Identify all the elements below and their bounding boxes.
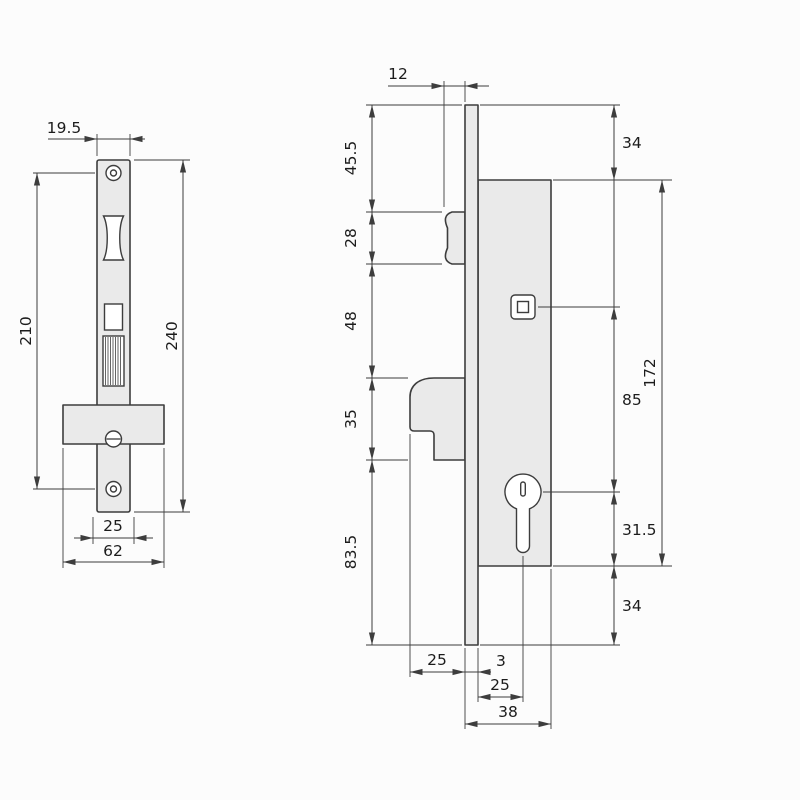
dim-top-to-latch: 45.5 [342,141,360,176]
dim-case-depth: 38 [498,703,518,721]
dim-cylinder-to-case-bottom: 31.5 [622,521,657,539]
front-view-dimension-lines [33,135,187,566]
dim-backset: 25 [490,676,510,694]
cylinder-keyway [520,481,527,497]
dim-follower-to-cylinder: 85 [622,391,642,409]
dim-plate-width: 19.5 [47,119,82,137]
roller-cutout [102,215,125,261]
side-view: 12 45.5 28 48 35 83.5 34 85 31.5 34 172 … [342,65,672,729]
dim-total-height: 240 [163,321,181,351]
dim-bolt-projection: 25 [427,651,447,669]
top-screw-hole-inner [109,169,118,177]
dim-boss-width: 25 [103,517,123,535]
dim-latch-to-bolt: 48 [342,311,360,331]
follower-window [103,303,124,331]
front-view: 19.5 210 240 25 62 [17,119,190,568]
spindle-square-hole [516,300,530,314]
roller-latch [444,211,466,265]
dim-latch-projection: 12 [388,65,408,83]
dim-faceplate-thickness: 3 [496,652,506,670]
dim-case-to-bottom: 34 [622,597,642,615]
bottom-screw-hole-inner [109,485,118,493]
side-view-parts [409,104,552,646]
side-view-dimension-lines [368,82,666,728]
side-view-dimension-labels: 12 45.5 28 48 35 83.5 34 85 31.5 34 172 … [342,65,659,721]
dim-body-width: 62 [103,542,123,560]
front-view-parts [62,159,165,513]
dim-bolt-to-bottom: 83.5 [342,535,360,570]
dim-case-height: 172 [641,358,659,388]
euro-cylinder-profile [504,473,542,554]
dim-top-to-case: 34 [622,134,642,152]
dim-latch-height: 28 [342,228,360,248]
dim-screw-spacing: 210 [17,316,35,346]
front-view-dimension-labels: 19.5 210 240 25 62 [17,119,181,560]
hook-bolt [409,377,466,461]
side-view-extension-lines [366,81,672,729]
dim-bolt-height: 35 [342,409,360,429]
faceplate-edge [464,104,479,646]
knurl-hatch [105,337,121,385]
